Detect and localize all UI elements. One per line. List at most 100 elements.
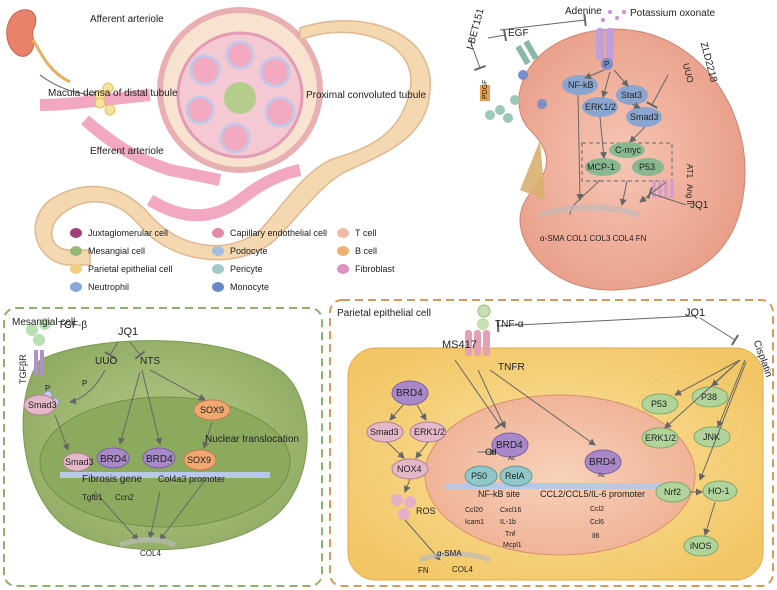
col4a3-label: Col4a3 promoter <box>158 474 225 484</box>
parietal-erk2-label: ERK1/2 <box>645 433 676 443</box>
mesangial-sox9-nuc-label: SOX9 <box>187 455 211 465</box>
mesangial-border <box>3 307 323 587</box>
mesangial-p2-label: P <box>82 379 87 388</box>
parietal-brd4-1: BRD4 <box>396 388 423 399</box>
legend-swatch <box>212 228 224 238</box>
kidney-icon <box>6 9 37 57</box>
efferent-arteriole-label: Efferent arteriole <box>90 146 164 157</box>
parietal-panel: Parietal epithelial cell JQ1 TNF-α MS417… <box>329 299 774 587</box>
nephron-panel: Afferent arteriole Macula densa of dista… <box>6 7 431 266</box>
ang2-label: Ang II <box>685 184 694 205</box>
cell-legend: Juxtaglomerular cell Capillary endothelia… <box>70 228 395 292</box>
nrf2-label: Nrf2 <box>664 487 681 497</box>
legend-label: Neutrophil <box>88 282 129 292</box>
mesangial-smad3-label: Smad3 <box>28 400 57 410</box>
tnfa-label: TNF-α <box>495 319 524 330</box>
afferent-arteriole-label: Afferent arteriole <box>90 14 164 25</box>
mesangial-col4-label: COL4 <box>140 549 161 558</box>
kidney-jq1-label: JQ1 <box>690 200 709 211</box>
nox4-label: NOX4 <box>397 464 422 474</box>
p38-label: P38 <box>701 392 717 402</box>
mesangial-sox9-label: SOX9 <box>200 405 224 415</box>
macula-densa-label: Macula densa of distal tubule <box>48 88 178 99</box>
gene-tnf: Tnf <box>505 531 515 538</box>
parietal-smad3-label: Smad3 <box>370 427 399 437</box>
ms417-label: MS417 <box>442 339 477 351</box>
tgfbr-label: TGFβR <box>18 354 28 384</box>
mesangial-brd4-1: BRD4 <box>100 454 127 465</box>
legend-swatch <box>70 228 82 238</box>
parietal-erk-label: ERK1/2 <box>414 427 445 437</box>
mesangial-title: Mesangial cell <box>12 317 75 328</box>
p50-label: P50 <box>471 471 487 481</box>
mesangial-jq1-label: JQ1 <box>118 326 138 338</box>
kidney-smad3-label: Smad3 <box>630 112 659 122</box>
parietal-fn-label: FN <box>418 566 429 575</box>
mesangial-smad3-nuc-label: Smad3 <box>65 457 94 467</box>
ros-label: ROS <box>416 506 436 516</box>
legend-label: Juxtaglomerular cell <box>88 228 168 238</box>
gene-icam1: Icam1 <box>465 519 484 526</box>
mesangial-uuo-label: UUO <box>95 356 117 367</box>
gene-ccl2: Ccl2 <box>590 506 604 513</box>
cd-label: Cd <box>485 447 497 457</box>
ibet-label: I-BET151 <box>465 7 487 51</box>
adenine-label: Adenine <box>565 6 602 17</box>
legend-label: Monocyte <box>230 282 269 292</box>
legend-label: Mesangial cell <box>88 246 145 256</box>
legend-label: Capillary endothelial cell <box>230 228 327 238</box>
mesangial-p1-label: P <box>45 384 50 393</box>
ho1-label: HO-1 <box>708 486 730 496</box>
parietal-dna <box>445 483 670 489</box>
cmyc-label: C-myc <box>615 145 641 155</box>
gene-ccl6: Ccl6 <box>590 519 604 526</box>
tnfr-label: TNFR <box>498 362 525 373</box>
parietal-jq1-label: JQ1 <box>685 307 705 319</box>
gene-mcpl1: Mcpl1 <box>503 542 522 549</box>
promoter-label: CCL2/CCL5/IL-6 promoter <box>540 489 645 499</box>
mcp1-label: MCP-1 <box>587 162 615 172</box>
legend-swatch <box>212 246 224 256</box>
parietal-col4-label: COL4 <box>452 565 473 574</box>
gene-cxcl16: Cxcl16 <box>500 507 522 514</box>
legend-swatch <box>70 264 82 274</box>
mesangial-brd4-2: BRD4 <box>146 454 173 465</box>
potassium-oxonate-label: Potassium oxonate <box>630 8 715 19</box>
parietal-p53-label: P53 <box>651 399 667 409</box>
ccn2-label: Ccn2 <box>115 493 134 502</box>
ac-label-2: Ac <box>598 473 605 479</box>
legend-label: B cell <box>355 246 377 256</box>
mesangial-panel: Mesangial cell JQ1 TGF-β TGFβR UUO NTS P… <box>3 307 323 587</box>
pdgf-receptor <box>480 85 490 101</box>
tgfb-label: TGF-β <box>58 320 87 331</box>
rela-label: RelA <box>505 471 525 481</box>
fibrosis-gene-label: Fibrosis gene <box>82 474 142 485</box>
tgfb1-label: Tgfb1 <box>82 493 103 502</box>
parietal-brd4-3: BRD4 <box>589 457 616 468</box>
proximal-tubule <box>34 20 431 266</box>
egf-label: EGF <box>508 28 529 39</box>
legend-swatch <box>212 282 224 292</box>
jnk-label: JNK <box>703 432 720 442</box>
legend-swatch <box>70 282 82 292</box>
legend-label: Podocyte <box>230 246 268 256</box>
legend-swatch <box>337 246 349 256</box>
legend-swatch <box>337 228 349 238</box>
legend-swatch <box>212 264 224 274</box>
kidney-panel: I-BET151 EGF Adenine Potassium oxonate Z… <box>465 6 746 291</box>
at1-label: AT1 <box>685 164 694 179</box>
legend-label: Fibroblast <box>355 264 395 274</box>
kidney-erk-label: ERK1/2 <box>585 102 616 112</box>
gene-il6: Il6 <box>592 533 600 540</box>
kidney-stat3-label: Stat3 <box>621 90 642 100</box>
legend-label: Parietal epithelial cell <box>88 264 173 274</box>
legend-label: T cell <box>355 228 376 238</box>
gene-ccl20: Ccl20 <box>465 507 483 514</box>
nuclear-translocation-label: Nuclear translocation <box>205 434 299 445</box>
legend-label: Pericyte <box>230 264 263 274</box>
parietal-brd4-2: BRD4 <box>496 440 523 451</box>
kidney-nfkb-label: NF-kB <box>568 80 594 90</box>
ac-label-1: Ac <box>508 456 515 462</box>
nts-label: NTS <box>140 356 160 367</box>
